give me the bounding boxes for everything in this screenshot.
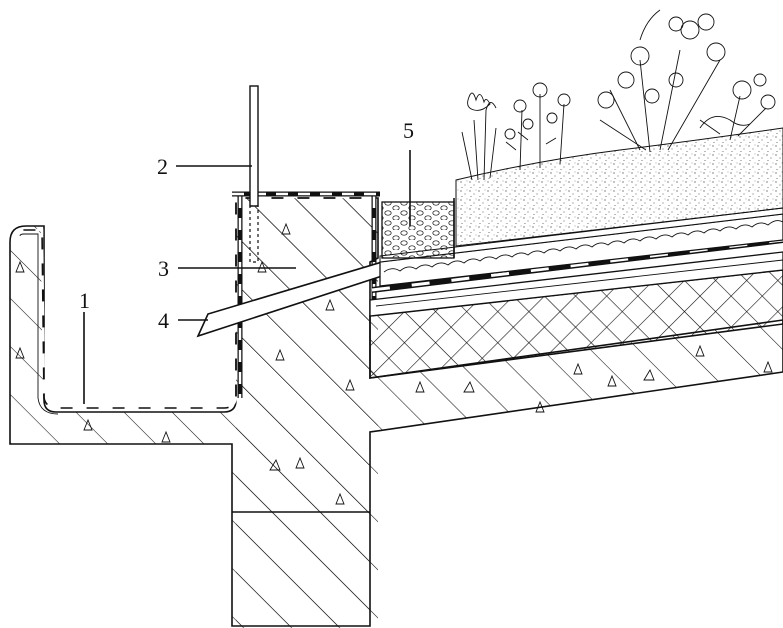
callout-2: 2 <box>157 154 252 179</box>
plant-iris <box>461 92 497 181</box>
screed-layer <box>369 251 783 317</box>
gutter-membrane <box>12 196 376 415</box>
callout-4-label: 4 <box>158 308 169 333</box>
callout-2-label: 2 <box>157 154 168 179</box>
callout-1-label: 1 <box>79 288 90 313</box>
gravel-strip <box>381 198 455 259</box>
callout-5: 5 <box>403 118 414 226</box>
callout-5-label: 5 <box>403 118 414 143</box>
planting-soil <box>455 127 783 247</box>
callout-3-label: 3 <box>158 256 169 281</box>
callout-3: 3 <box>158 256 296 281</box>
callout-1: 1 <box>79 288 90 404</box>
gutter-inner-wall <box>232 191 380 628</box>
plant-flowering-shrub <box>597 9 726 153</box>
concrete-aggregate-marks <box>15 222 773 505</box>
plant-lily <box>699 73 776 141</box>
plant-bellflower-small <box>504 82 571 171</box>
anchor-rod <box>249 85 259 263</box>
callout-4: 4 <box>158 308 208 333</box>
